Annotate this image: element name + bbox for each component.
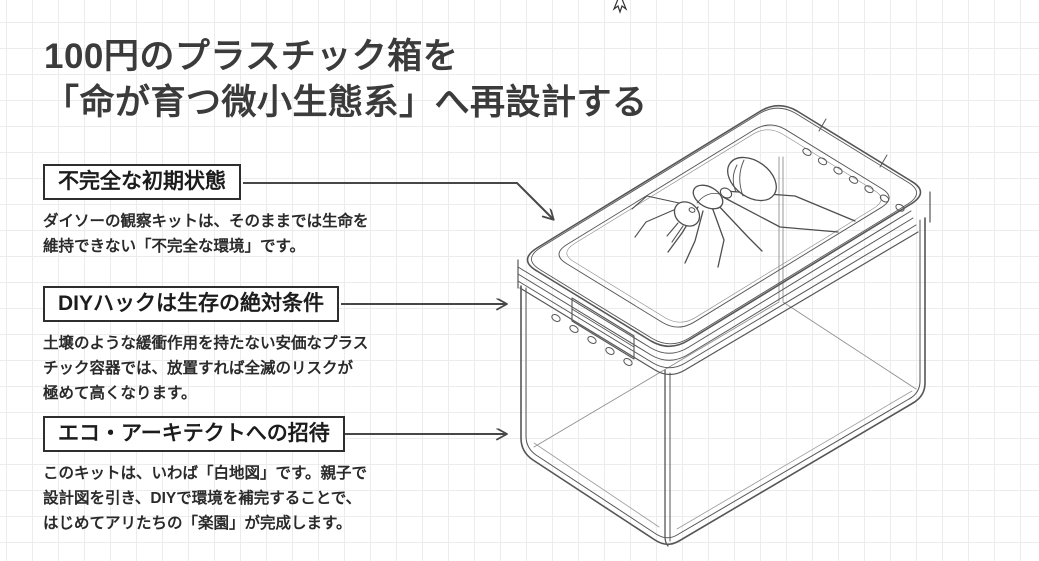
callout-diy-hack-text: 土壌のような緩衝作用を持たない安価なプラス チック容器では、放置すれば全滅のリス… <box>43 331 368 406</box>
callout-initial-state: 不完全な初期状態 ダイソーの観察キットは、そのままでは生命を 維持できない「不完… <box>43 164 369 259</box>
callout-eco-architect-label: エコ・アーキテクトへの招待 <box>43 416 345 452</box>
callout-eco-architect-line1: このキットは、いわば「白地図」です。親子で <box>43 465 367 482</box>
callout-diy-hack-label: DIYハックは生存の絶対条件 <box>43 286 340 322</box>
lid-window <box>558 124 890 328</box>
ant-illustration <box>631 156 856 268</box>
plastic-container <box>520 156 926 547</box>
callout-diy-hack: DIYハックは生存の絶対条件 土壌のような緩衝作用を持たない安価なプラス チック… <box>43 286 368 406</box>
page-title-line2: 「命が育つ微小生態系」へ再設計する <box>44 83 648 122</box>
callout-eco-architect-line3: はじめてアリたちの「楽園」が完成します。 <box>43 515 352 532</box>
callout-eco-architect-text: このキットは、いわば「白地図」です。親子で 設計図を引き、DIYで環境を補完する… <box>43 461 367 536</box>
ant-gaster <box>727 156 777 202</box>
callout-initial-state-label: 不完全な初期状態 <box>43 164 241 200</box>
ant-eye <box>688 207 696 213</box>
ventilation-holes-lid <box>802 148 905 212</box>
callout-diy-hack-line1: 土壌のような緩衝作用を持たない安価なプラス <box>43 335 369 352</box>
ant-legs <box>667 190 856 268</box>
hinged-lid <box>517 104 931 376</box>
callout-diy-hack-line2: チック容器では、放置すれば全滅のリスクが <box>43 360 354 377</box>
page-title: 100円のプラスチック箱を 「命が育つ微小生態系」へ再設計する <box>44 34 648 126</box>
callout-eco-architect: エコ・アーキテクトへの招待 このキットは、いわば「白地図」です。親子で 設計図を… <box>43 416 367 536</box>
ant-antennae <box>631 195 680 210</box>
callout-diy-hack-line3: 極めて高くなります。 <box>43 385 197 402</box>
ant-head <box>673 201 701 227</box>
ant-mandibles <box>666 222 679 237</box>
ventilation-holes-side <box>551 314 633 366</box>
mouse-pointer-icon <box>612 0 628 14</box>
callout-eco-architect-line2: 設計図を引き、DIYで環境を補完することで、 <box>43 490 362 507</box>
callout-initial-state-line2: 維持できない「不完全な環境」です。 <box>43 238 305 255</box>
page-title-line1: 100円のプラスチック箱を <box>44 37 459 76</box>
callout-initial-state-text: ダイソーの観察キットは、そのままでは生命を 維持できない「不完全な環境」です。 <box>43 209 369 259</box>
ant-thorax <box>692 184 724 210</box>
callout-initial-state-line1: ダイソーの観察キットは、そのままでは生命を <box>43 213 369 230</box>
latch <box>571 297 635 360</box>
